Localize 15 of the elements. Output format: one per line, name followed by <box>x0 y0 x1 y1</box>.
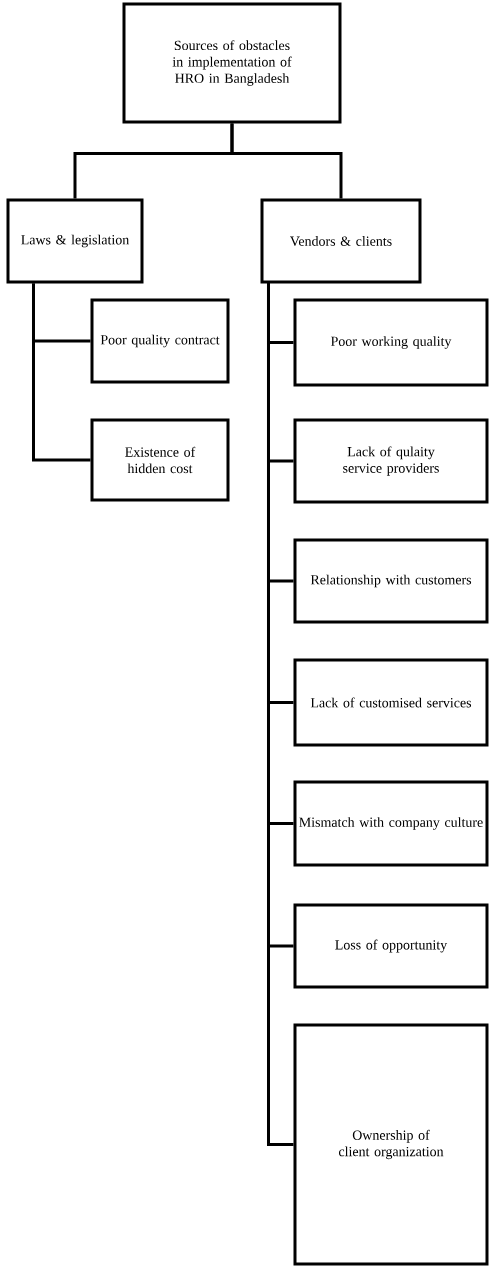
item-box: Mismatch with company culture <box>293 780 489 867</box>
item-box: Poor quality contract <box>90 298 230 384</box>
category-box: Vendors & clients <box>260 198 422 284</box>
connector-line <box>230 123 343 199</box>
connector-line <box>32 283 91 462</box>
item-box: Relationship with customers <box>293 538 489 624</box>
item-box: Lack of qulaity service providers <box>293 418 489 504</box>
item-box: Existence of hidden cost <box>90 418 230 502</box>
item-box: Poor working quality <box>293 298 489 387</box>
item-box: Loss of opportunity <box>293 903 489 989</box>
category-box: Laws & legislation <box>6 198 144 284</box>
root-box: Sources of obstacles in implementation of HRO in Bangladesh <box>122 2 342 124</box>
item-box: Lack of customised services <box>293 658 489 747</box>
item-box: Ownership of client organization <box>293 1023 489 1266</box>
connector-line <box>267 283 294 1146</box>
